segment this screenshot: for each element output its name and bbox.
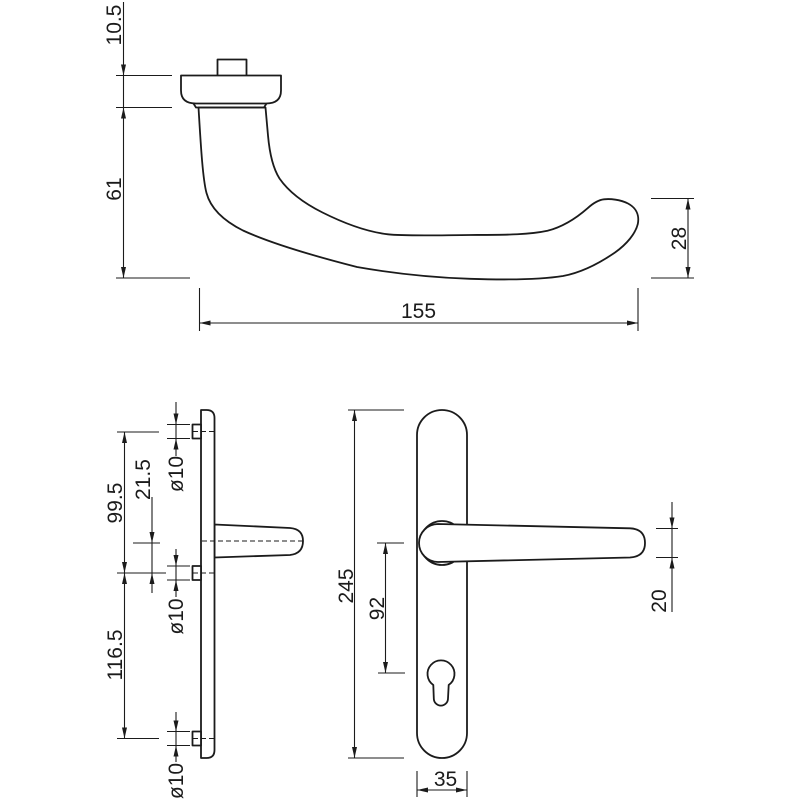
rose-lip [192, 102, 268, 109]
dim-middle-hole-dia-label: ø10 [165, 598, 188, 634]
dim-rose-height-label: 10.5 [103, 5, 126, 46]
dim-grip-depth-label: 28 [668, 227, 691, 250]
dim-upper-hole-dia-label: ø10 [165, 456, 188, 492]
lever-front [418, 523, 646, 563]
rose [180, 74, 282, 105]
plate-front-view: 245 92 35 20 [335, 409, 678, 797]
euro-cylinder-keyhole [426, 659, 456, 707]
dim-spindle-offset-label: 21.5 [132, 459, 155, 500]
dim-handle-drop-label: 61 [103, 177, 126, 200]
plate-side-view: 99.5 21.5 ø10 ø10 116.5 ø10 [104, 402, 306, 799]
handle-outline [197, 106, 640, 281]
dim-upper-hole-spacing-label: 99.5 [104, 483, 127, 524]
dim-spindle-to-cylinder-label: 92 [366, 597, 389, 620]
dim-lower-hole-dia-label: ø10 [165, 763, 188, 799]
dim-handle-length-label: 155 [401, 300, 436, 323]
handle-profile-view: 10.5 61 155 28 [103, 2, 694, 331]
dim-lever-thickness-label: 20 [648, 589, 671, 612]
dim-lower-hole-spacing-label: 116.5 [104, 630, 127, 681]
dim-plate-length-label: 245 [335, 568, 358, 603]
spindle-knob [216, 58, 248, 77]
dim-plate-width-label: 35 [434, 768, 457, 791]
backplate-side [200, 409, 216, 759]
